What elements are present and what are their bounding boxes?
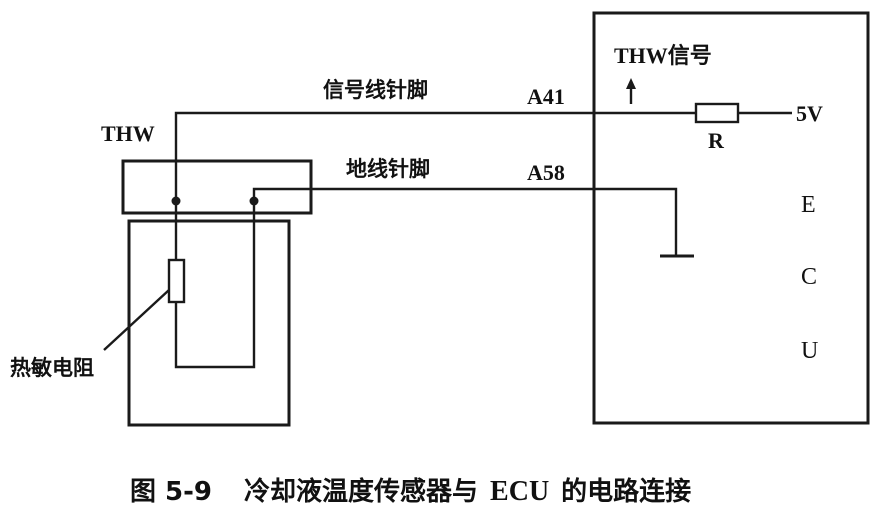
supply-label: 5V xyxy=(796,101,823,126)
sensor-connector xyxy=(121,159,313,215)
ecu-box xyxy=(592,11,870,425)
sensor-name-label: THW xyxy=(101,121,155,146)
thermistor-label: 热敏电阻 xyxy=(10,356,94,380)
ground-wire xyxy=(252,187,678,256)
thw-signal-arrow-icon xyxy=(626,78,636,89)
caption-text-b: 的电路连接 xyxy=(561,476,691,507)
signal-wire xyxy=(174,111,696,201)
caption-text-en: ECU xyxy=(490,476,549,507)
ground-pin-label: 地线针脚 xyxy=(346,157,430,181)
figure-caption: 图 5-9 冷却液温度传感器与 ECU 的电路连接 xyxy=(130,476,691,507)
caption-text-a: 冷却液温度传感器与 xyxy=(244,476,478,507)
thermistor-return-wire xyxy=(174,201,256,369)
ecu-letter-c: C xyxy=(801,264,817,290)
caption-figure-no: 图 5-9 xyxy=(130,477,212,507)
thermistor-element xyxy=(167,258,186,304)
resistor-label: R xyxy=(708,128,725,153)
ecu-letter-e: E xyxy=(801,192,816,218)
resistor-r xyxy=(694,102,740,124)
thw-signal-label: THW信号 xyxy=(614,43,712,68)
signal-pin-label: 信号线针脚 xyxy=(323,78,428,102)
thermistor-leader-line xyxy=(103,289,170,351)
pin-a58-label: A58 xyxy=(527,160,565,185)
ecu-letter-u: U xyxy=(801,338,818,364)
pin-a41-label: A41 xyxy=(527,84,565,109)
sensor-body xyxy=(127,219,291,427)
